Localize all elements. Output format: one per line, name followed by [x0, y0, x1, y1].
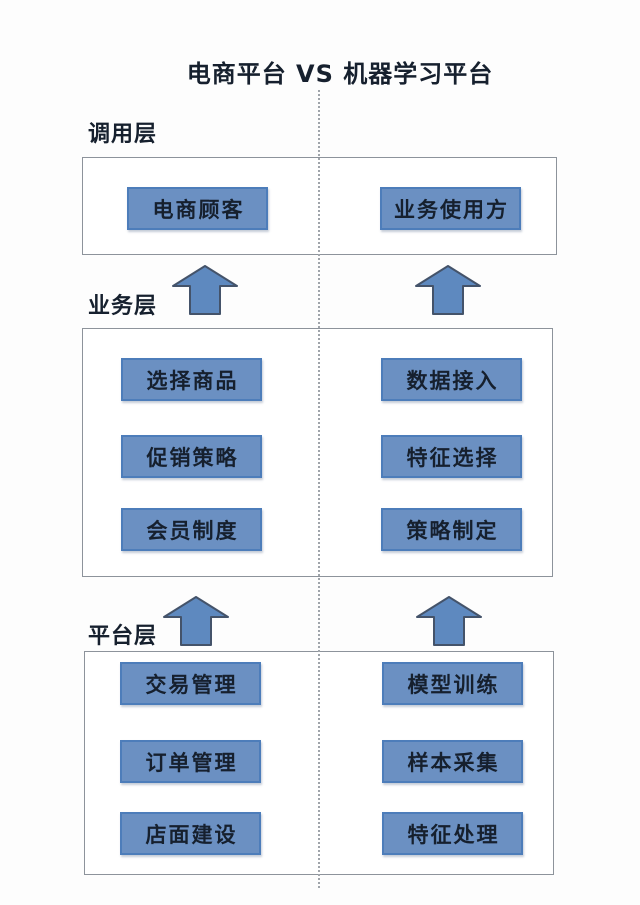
- node-business-user: 业务使用方: [380, 187, 521, 230]
- node-membership-system: 会员制度: [121, 508, 262, 551]
- node-feature-selection: 特征选择: [381, 435, 522, 478]
- node-select-products: 选择商品: [121, 358, 262, 401]
- up-arrow-icon: [416, 596, 482, 646]
- up-arrow-icon: [415, 265, 481, 315]
- node-order-management: 订单管理: [120, 740, 261, 783]
- call-layer-label: 调用层: [88, 122, 158, 147]
- node-ecommerce-customer: 电商顾客: [127, 187, 268, 230]
- node-sample-collection: 样本采集: [382, 740, 523, 783]
- node-promotion-strategy: 促销策略: [121, 435, 262, 478]
- node-storefront-construction: 店面建设: [120, 812, 261, 855]
- node-strategy-formulation: 策略制定: [381, 508, 522, 551]
- business-layer-label: 业务层: [88, 294, 158, 319]
- diagram-title: 电商平台 VS 机器学习平台: [186, 60, 494, 88]
- up-arrow-icon: [172, 265, 238, 315]
- up-arrow-icon: [163, 596, 229, 646]
- center-divider-line: [318, 90, 320, 888]
- platform-layer-label: 平台层: [88, 624, 158, 649]
- node-transaction-management: 交易管理: [120, 662, 261, 705]
- node-model-training: 模型训练: [382, 662, 523, 705]
- node-data-access: 数据接入: [381, 358, 522, 401]
- node-feature-processing: 特征处理: [382, 812, 523, 855]
